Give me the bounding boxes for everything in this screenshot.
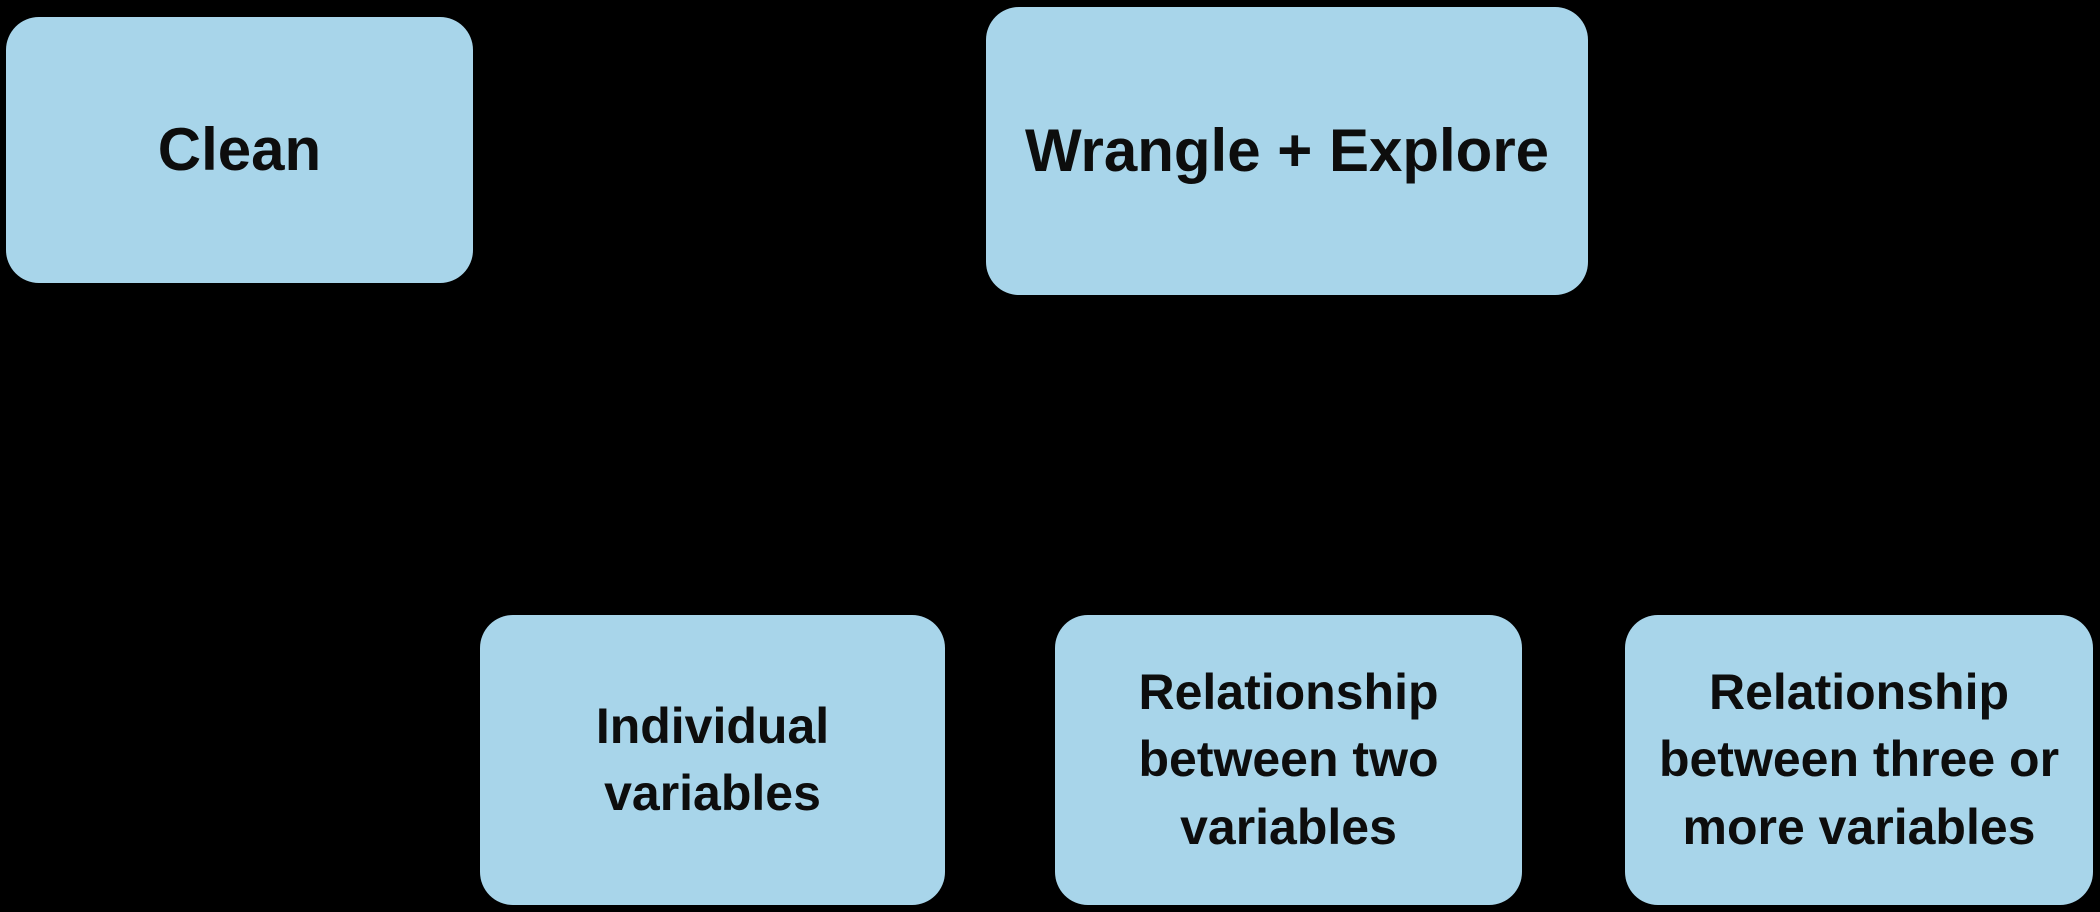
node-relationship-three-or-more-variables-label-line: Relationship (1708, 663, 2010, 720)
node-individual-variables-label-line: Individual (595, 697, 830, 754)
node-clean: Clean (6, 17, 473, 283)
node-relationship-two-variables-label-line: between two (1138, 731, 1439, 788)
node-clean-label: Clean (157, 116, 322, 183)
node-relationship-two-variables: Relationship between two variables (1055, 615, 1522, 905)
node-relationship-two-variables-label-line: variables (1180, 798, 1397, 855)
node-relationship-two-variables-label-line: Relationship (1138, 663, 1439, 720)
node-individual-variables: Individual variables (480, 615, 945, 905)
node-wrangle-explore-label: Wrangle + Explore (1024, 117, 1550, 184)
node-wrangle-explore: Wrangle + Explore (986, 7, 1588, 295)
node-relationship-three-or-more-variables: Relationship between three or more varia… (1625, 615, 2093, 905)
node-relationship-three-or-more-variables-label-line: between three or (1658, 731, 2060, 788)
node-relationship-three-or-more-variables-label-line: more variables (1682, 798, 2036, 855)
node-individual-variables-label-line: variables (604, 765, 821, 821)
